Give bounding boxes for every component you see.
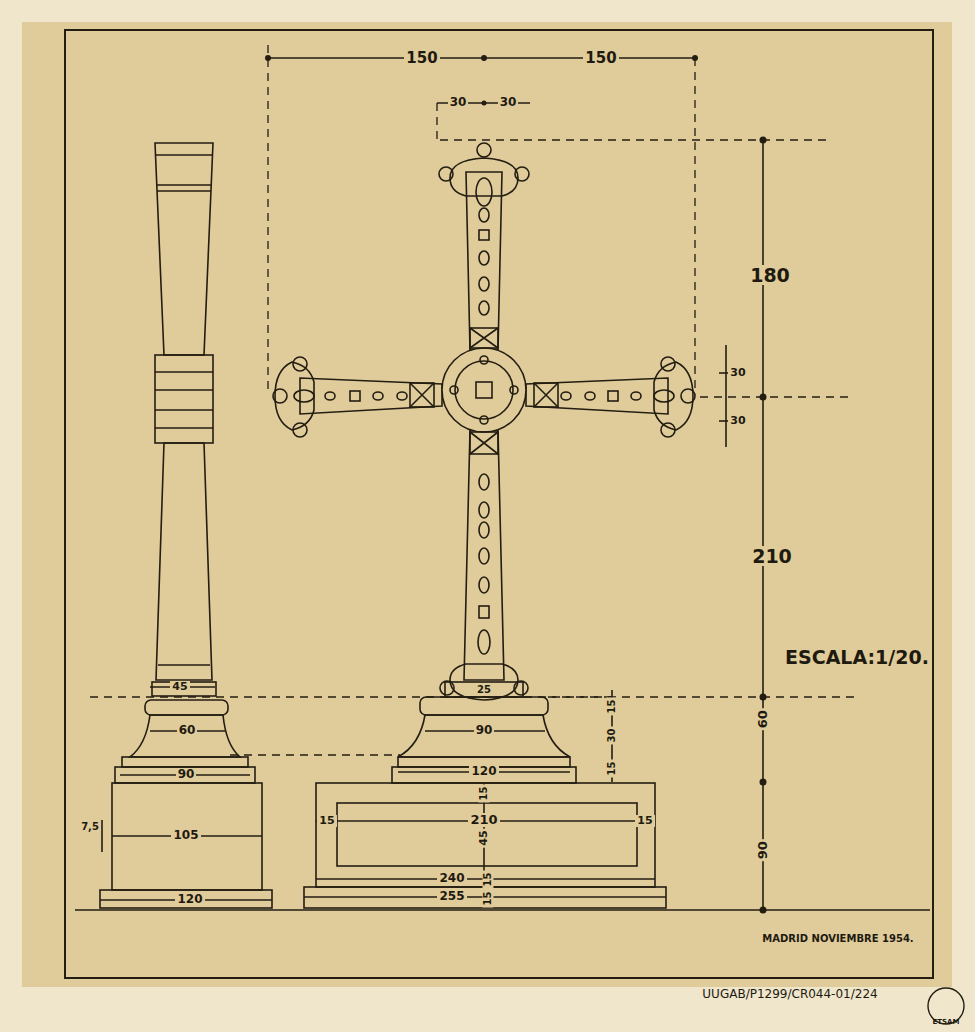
logo-text: ETSAM [931,1019,962,1027]
dimension-label: 30 [728,415,747,427]
dimension-label: 15 [482,870,493,888]
dimension-label: 210 [468,813,499,827]
dimension-label: 15 [317,815,336,827]
dimension-label: 150 [583,50,618,67]
dimension-label: 120 [469,765,498,778]
dimension-label: 180 [748,265,792,286]
dimension-label: 25 [475,684,493,695]
dimension-label: 90 [176,768,197,781]
dimension-label: 15 [606,759,617,777]
dimension-label: 90 [474,724,495,737]
dimension-label: 255 [437,890,466,903]
date-note: MADRID NOVIEMBRE 1954. [760,933,915,944]
dimension-label: 105 [171,829,200,842]
dimension-label: 45 [478,828,490,847]
dimension-label: 60 [177,724,198,737]
dimension-label: 15 [482,889,493,907]
dimension-label: 30 [606,726,617,744]
scale-note: ESCALA:1/20. [783,647,931,668]
dimension-label: 30 [498,96,519,109]
dimension-label: 30 [728,367,747,379]
dimension-label: 210 [750,546,794,567]
dimension-label: 60 [756,708,770,730]
dimension-label: 120 [175,893,204,906]
dimension-label: 45 [170,681,189,693]
archive-reference: UUGAB/P1299/CR044-01/224 [700,988,879,1001]
dimension-label: 30 [448,96,469,109]
dimension-label: 15 [635,815,654,827]
dimension-label: 7,5 [79,821,101,832]
dimension-label: 15 [478,784,489,802]
dimension-label: 150 [404,50,439,67]
dimension-label: 15 [606,697,617,715]
dimension-label: 240 [437,872,466,885]
dimension-label: 90 [756,839,770,861]
